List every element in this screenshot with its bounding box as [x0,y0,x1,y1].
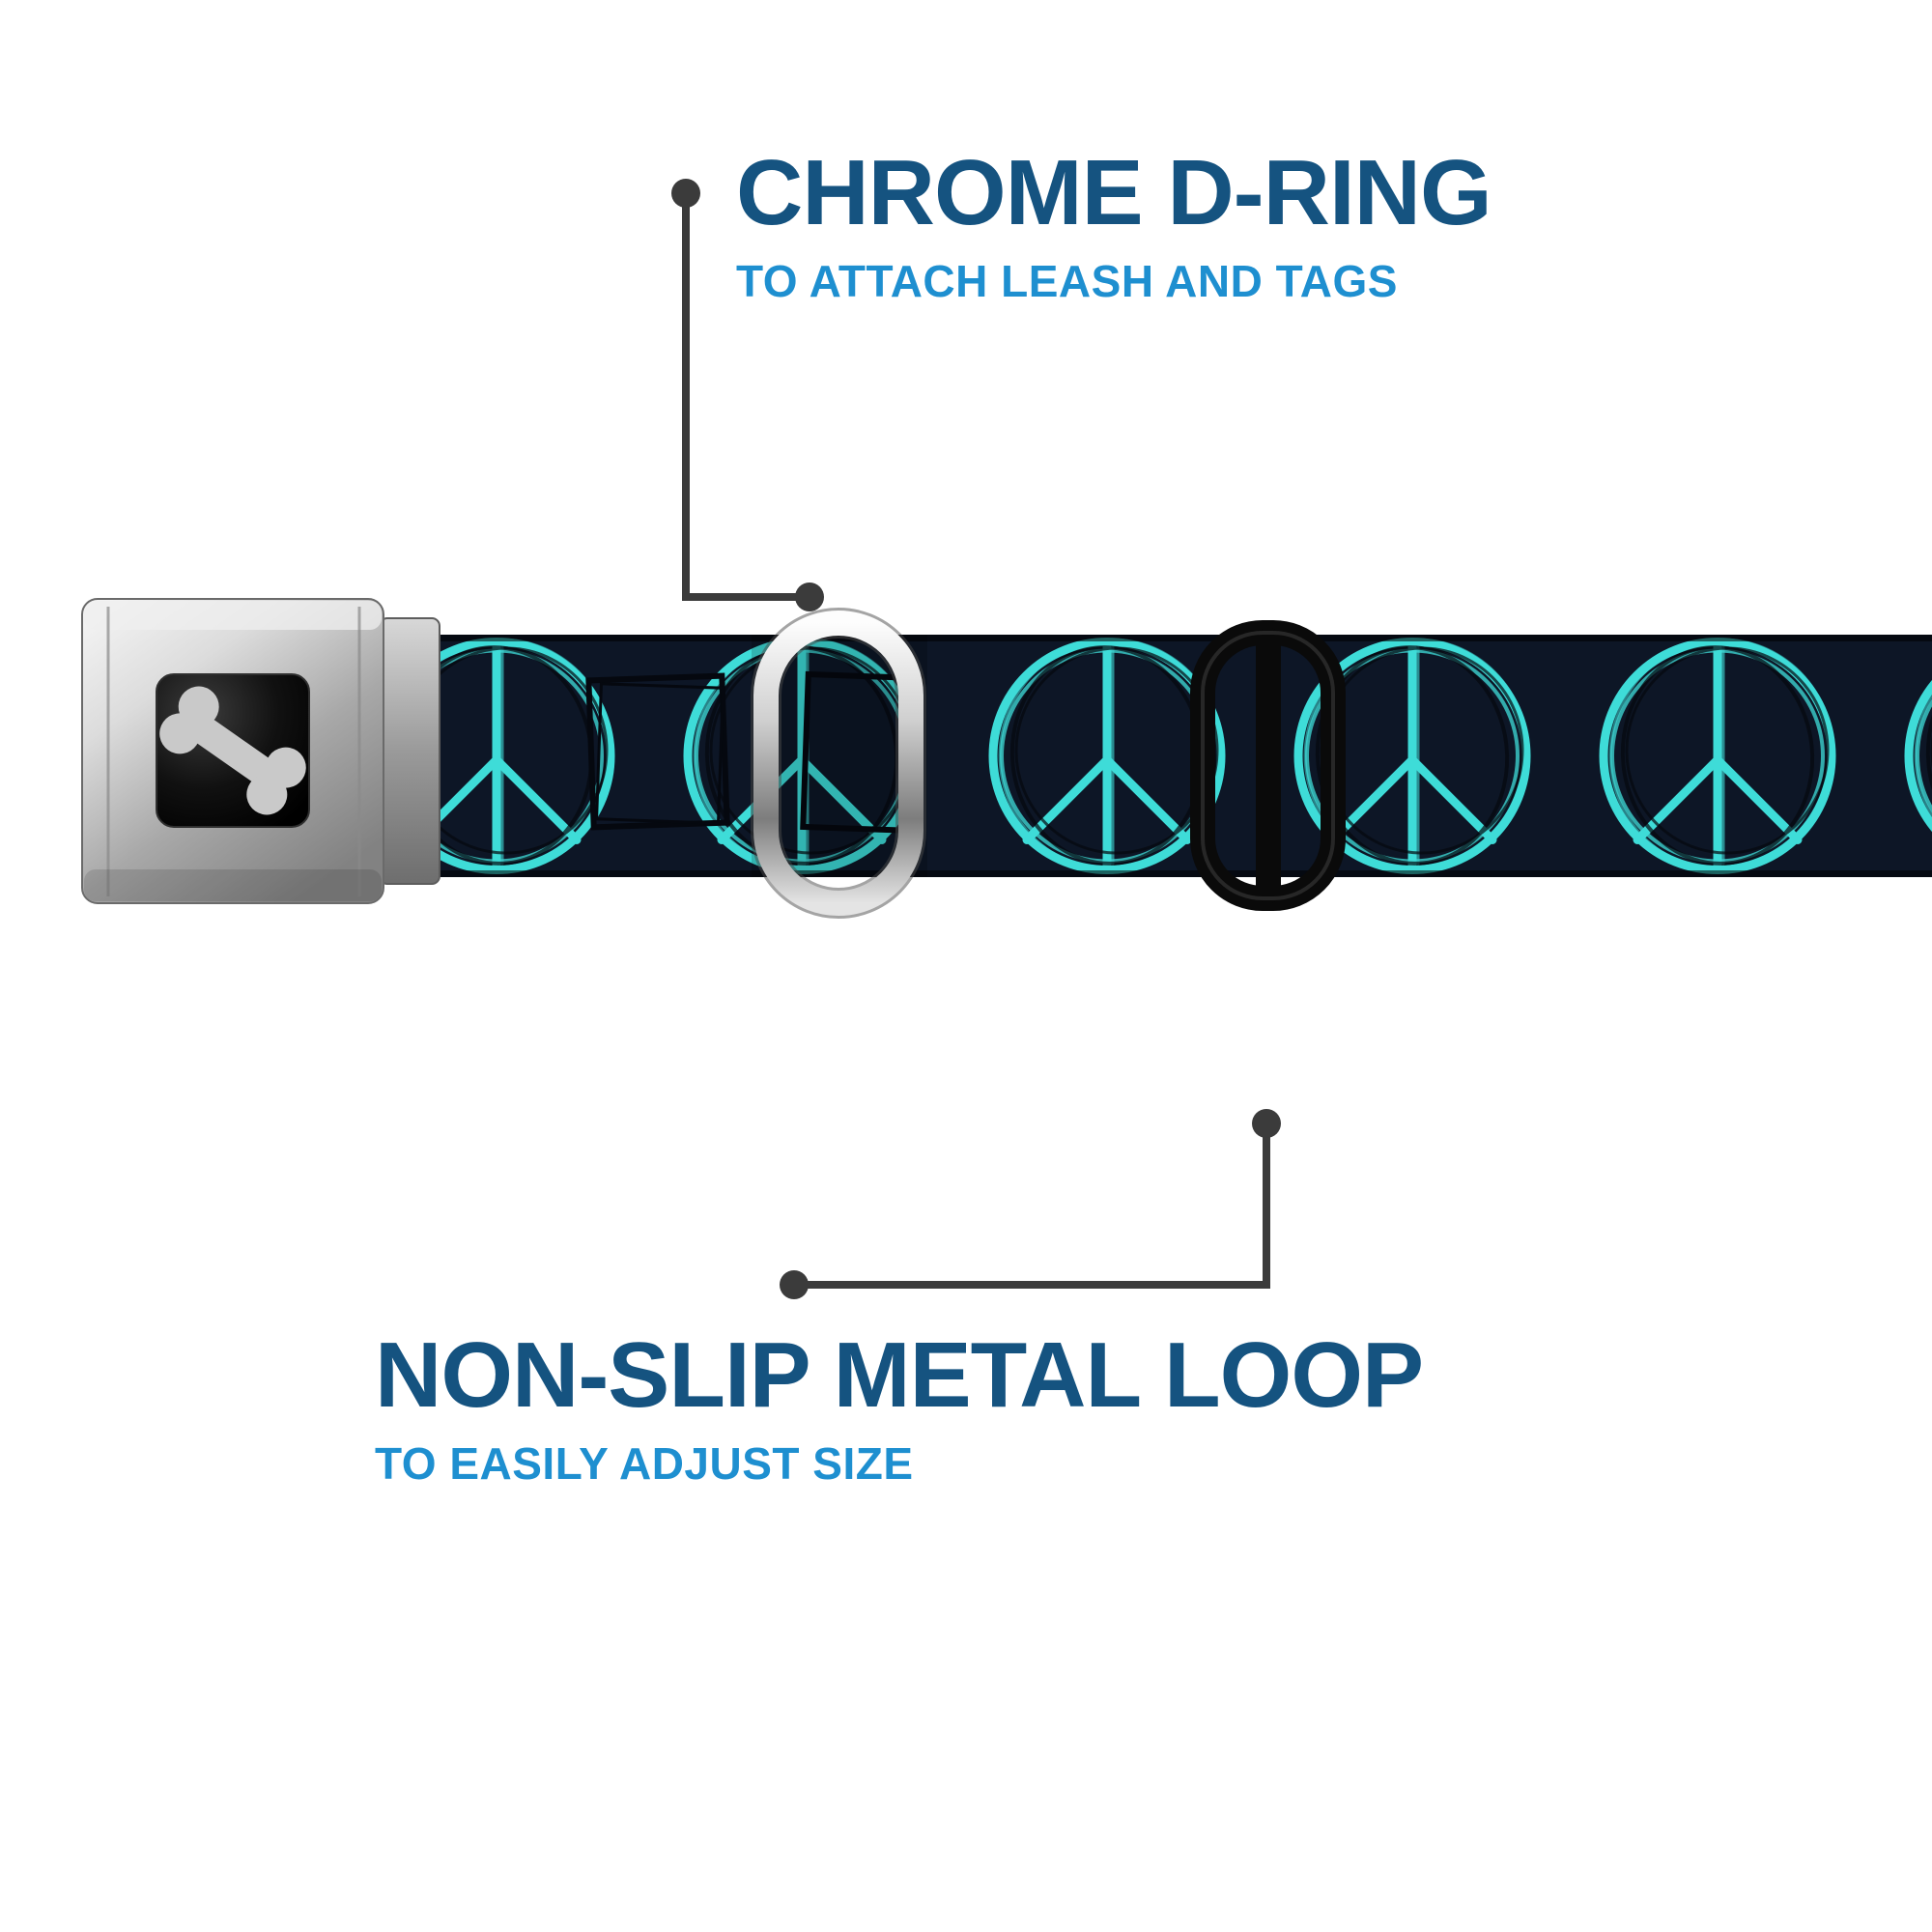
metal-slide-loop [1190,620,1346,911]
bottom-connector-dot-part [1252,1109,1281,1138]
bottom-connector-dot-text [780,1270,809,1299]
dring-callout-subtitle: TO ATTACH LEASH AND TAGS [736,256,1398,306]
bottom-connector [780,1109,1281,1299]
buckle-top-lip [84,601,382,630]
buckle-clamp [379,617,440,885]
loop-callout-subtitle: TO EASILY ADJUST SIZE [375,1438,914,1489]
dring-callout: CHROME D-RING TO ATTACH LEASH AND TAGS [736,141,1492,306]
top-connector-dot-part [795,582,824,611]
strap-bottom-edge [415,870,1932,877]
strap-top-edge [415,635,1932,641]
top-connector [671,179,824,611]
loop-callout: NON-SLIP METAL LOOP TO EASILY ADJUST SIZ… [375,1323,1424,1489]
top-connector-dot-text [671,179,700,208]
dog-bone-icon [159,686,306,815]
dring-callout-title: CHROME D-RING [736,141,1492,244]
loop-callout-title: NON-SLIP METAL LOOP [375,1323,1424,1427]
chrome-d-ring [751,608,926,919]
webbing-strap [415,635,1932,877]
seatbelt-buckle [81,598,440,904]
